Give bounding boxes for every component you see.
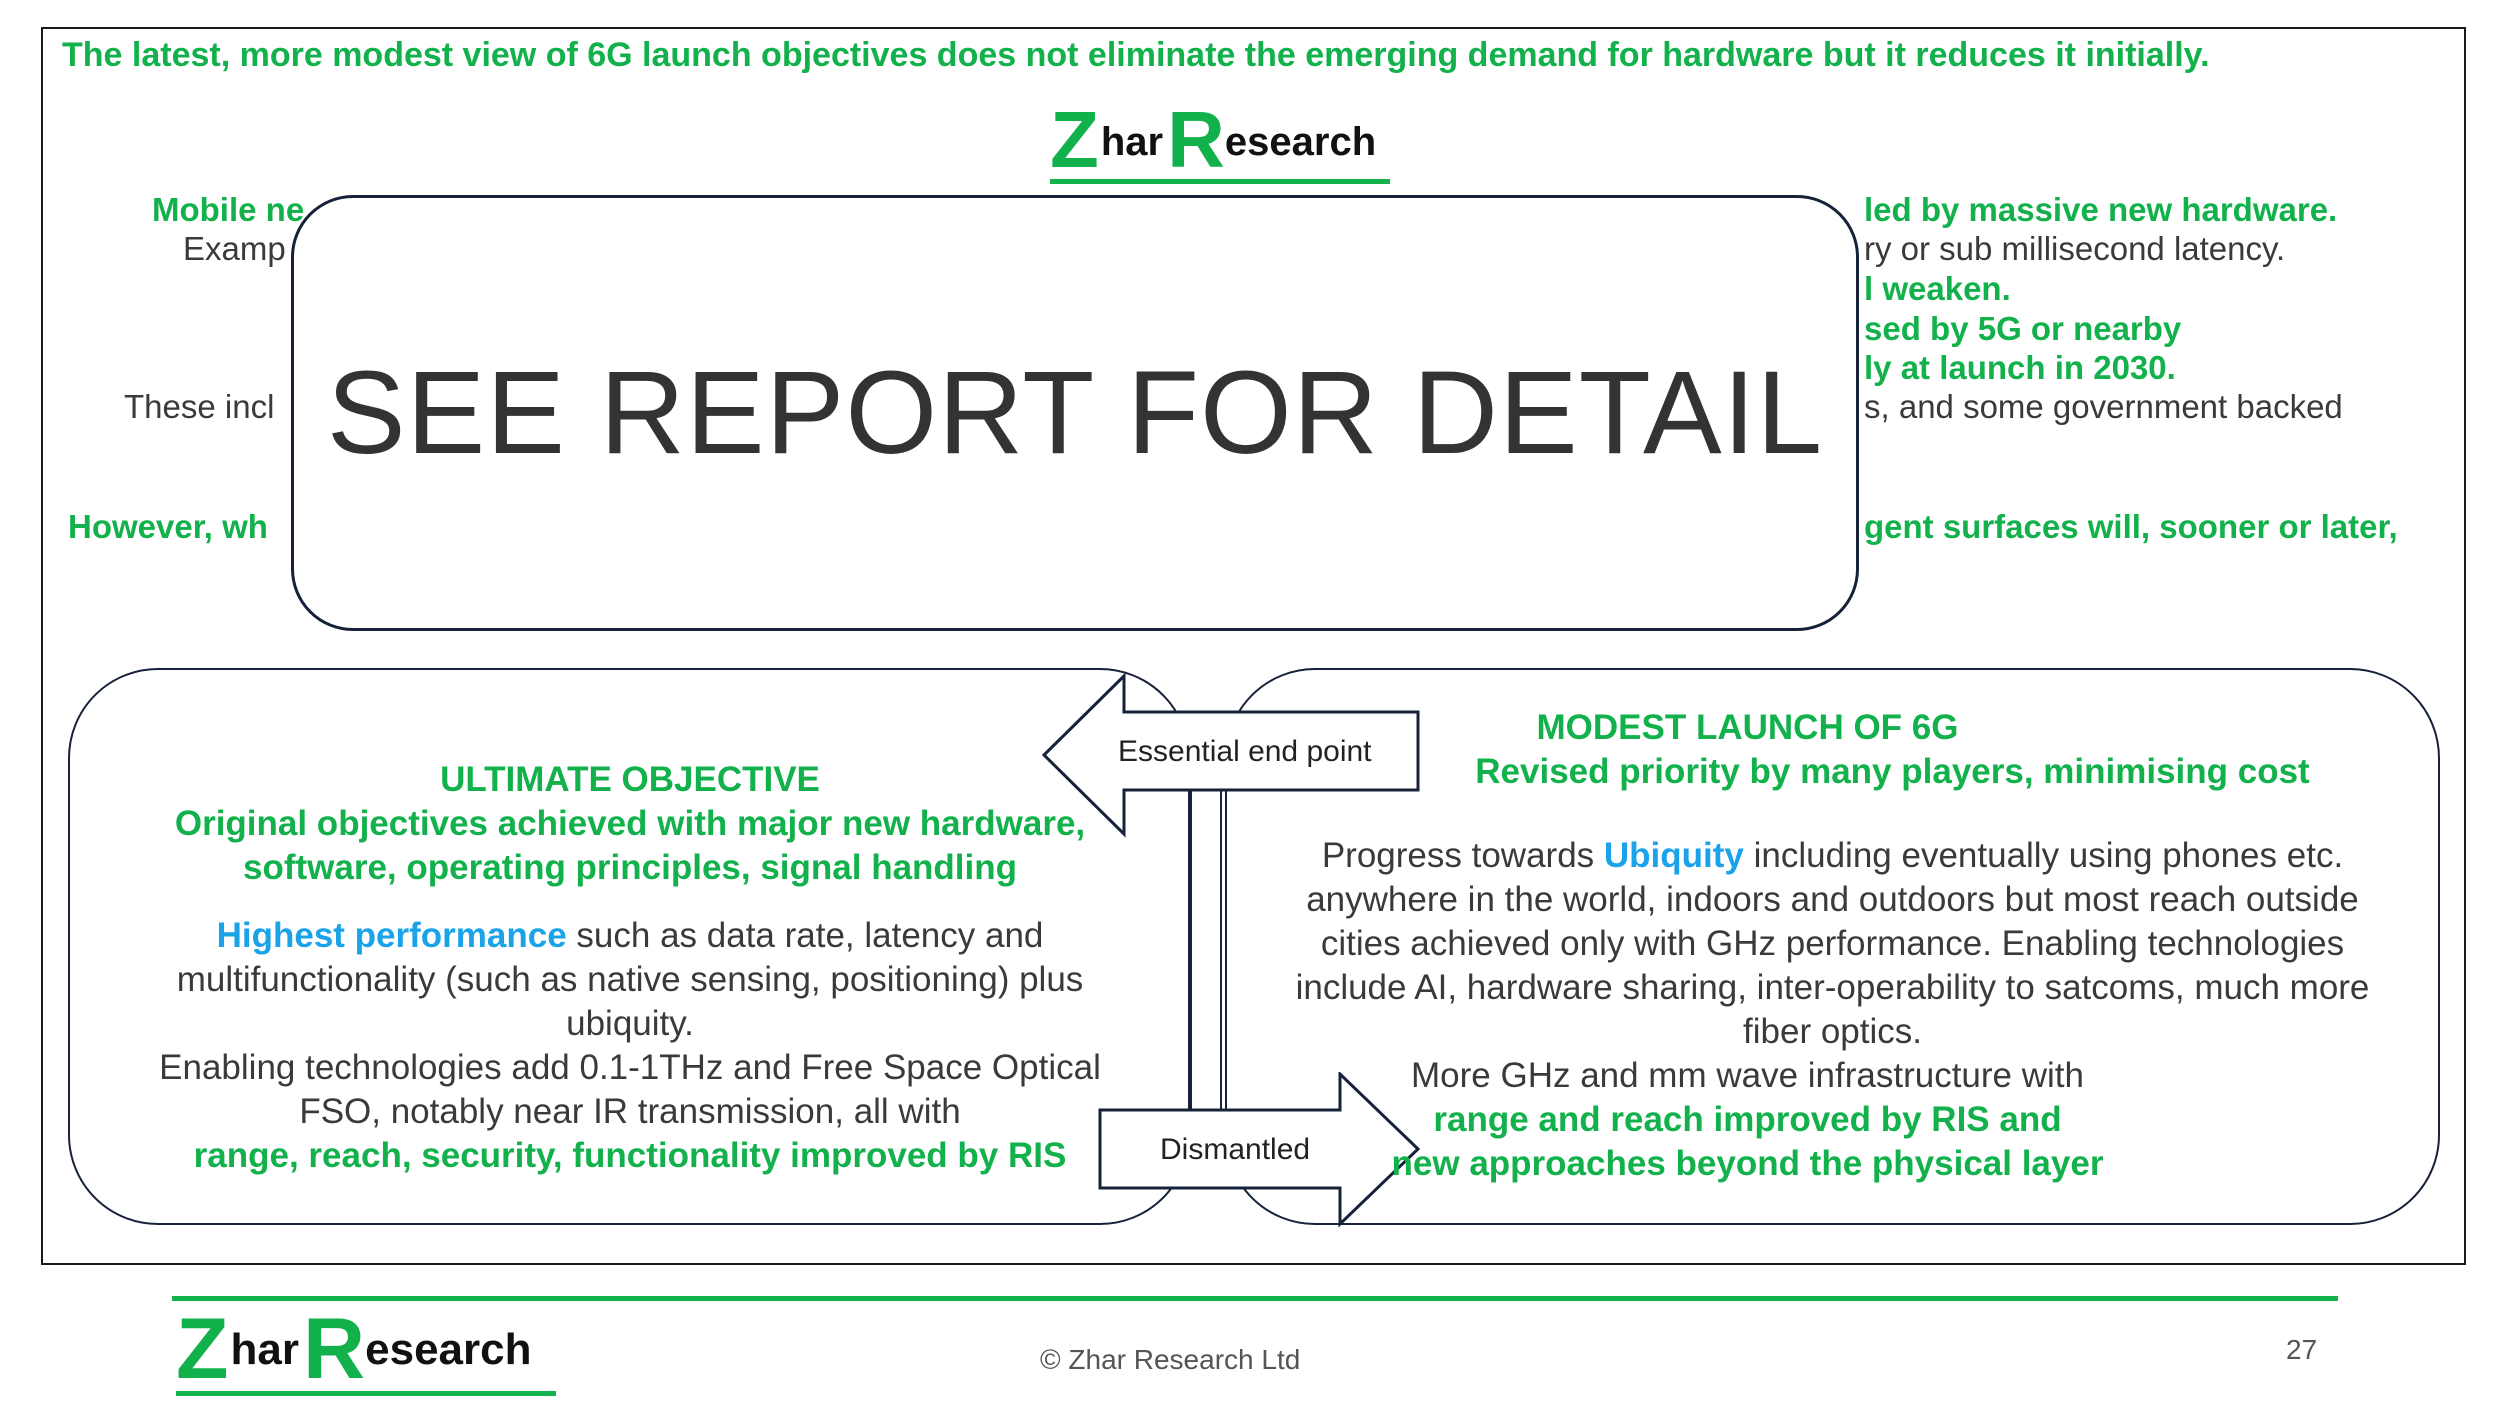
logo-har: har bbox=[1100, 120, 1164, 164]
fragment-row5-right: ly at launch in 2030. bbox=[1864, 349, 2176, 386]
right-p2c: new approaches beyond the physical layer bbox=[1391, 1144, 2104, 1183]
fragment-row2-left: Examp bbox=[183, 230, 286, 267]
left-panel-text: ULTIMATE OBJECTIVE Original objectives a… bbox=[90, 758, 1170, 1178]
modest-launch-panel bbox=[1225, 668, 2440, 1225]
headline: The latest, more modest view of 6G launc… bbox=[62, 36, 2210, 74]
top-logo: Z har R esearch bbox=[1050, 100, 1390, 184]
left-panel-paragraph-1: Highest performance such as data rate, l… bbox=[90, 914, 1170, 958]
overlay-text: SEE REPORT FOR DETAIL bbox=[326, 347, 1824, 479]
right-p1post: including eventually using phones etc. bbox=[1743, 836, 2344, 875]
right-p1c: cities achieved only with GHz performanc… bbox=[1320, 924, 2345, 963]
right-p2b: range and reach improved by RIS and bbox=[1433, 1100, 2062, 1139]
arrow-right-icon bbox=[1098, 1072, 1421, 1228]
ultimate-objective-panel bbox=[68, 668, 1190, 1225]
logo-underline bbox=[1050, 179, 1390, 184]
left-p2c: range, reach, security, functionality im… bbox=[193, 1136, 1067, 1175]
ubiquity: Ubiquity bbox=[1603, 836, 1744, 875]
logo-esearch: esearch bbox=[1224, 120, 1377, 164]
left-p1a: such as data rate, latency and bbox=[566, 916, 1044, 955]
right-p1d: include AI, hardware sharing, inter-oper… bbox=[1295, 968, 2370, 1007]
copyright: © Zhar Research Ltd bbox=[1040, 1344, 1301, 1375]
arrow-left-icon bbox=[1041, 672, 1420, 838]
left-p1b: multifunctionality (such as native sensi… bbox=[176, 960, 1084, 999]
left-p2b: FSO, notably near IR transmission, all w… bbox=[299, 1092, 961, 1131]
right-p1e: fiber optics. bbox=[1743, 1012, 1922, 1051]
footer-logo-underline bbox=[176, 1391, 556, 1396]
left-p1c: ubiquity. bbox=[566, 1004, 694, 1043]
logo-z: Z bbox=[1050, 95, 1099, 184]
fragment-row4-right: sed by 5G or nearby bbox=[1864, 310, 2182, 347]
arrow-connector bbox=[1190, 790, 1222, 1120]
fragment-row6-right: s, and some government backed bbox=[1864, 388, 2343, 425]
essential-end-point-label: Essential end point bbox=[1118, 735, 1372, 768]
fragment-row3-right: l weaken. bbox=[1864, 270, 2011, 307]
fragment-row1-left: Mobile ne bbox=[152, 191, 305, 228]
fragment-row7-left: However, wh bbox=[68, 508, 268, 545]
right-p1pre: Progress towards bbox=[1321, 836, 1604, 875]
right-panel-subtitle: Revised priority by many players, minimi… bbox=[1475, 752, 2310, 791]
left-panel-title: ULTIMATE OBJECTIVE bbox=[440, 760, 820, 799]
left-panel-subtitle-2: software, operating principles, signal h… bbox=[243, 848, 1017, 887]
footer-logo-z: Z bbox=[176, 1301, 229, 1397]
fragment-row7-right: gent surfaces will, sooner or later, bbox=[1864, 508, 2398, 545]
see-report-overlay: SEE REPORT FOR DETAIL bbox=[291, 195, 1859, 631]
slide-frame bbox=[41, 27, 2466, 1265]
footer-logo-esearch: esearch bbox=[365, 1325, 532, 1374]
right-p1b: anywhere in the world, indoors and outdo… bbox=[1306, 880, 2359, 919]
fragment-row2-right: ry or sub millisecond latency. bbox=[1864, 230, 2286, 267]
highest-performance: Highest performance bbox=[216, 916, 567, 955]
footer-divider bbox=[172, 1296, 2338, 1301]
footer-logo-har: har bbox=[230, 1325, 300, 1374]
right-p2a: More GHz and mm wave infrastructure with bbox=[1411, 1056, 2084, 1095]
fragment-row6-left: These incl bbox=[124, 388, 275, 425]
fragment-row1-right: led by massive new hardware. bbox=[1864, 191, 2338, 228]
dismantled-label: Dismantled bbox=[1160, 1133, 1311, 1166]
right-panel-text: MODEST LAUNCH OF 6G Revised priority by … bbox=[1250, 706, 2415, 1186]
footer-logo-r: R bbox=[303, 1301, 366, 1397]
footer-logo: Z har R esearch bbox=[176, 1306, 556, 1396]
page-number: 27 bbox=[2286, 1334, 2318, 1365]
right-panel-paragraph-1: Progress towards Ubiquity including even… bbox=[1250, 834, 2415, 878]
left-p2a: Enabling technologies add 0.1-1THz and F… bbox=[159, 1048, 1101, 1087]
logo-r: R bbox=[1167, 95, 1225, 184]
right-panel-title: MODEST LAUNCH OF 6G bbox=[1536, 708, 1959, 747]
left-panel-subtitle-1: Original objectives achieved with major … bbox=[174, 804, 1086, 843]
